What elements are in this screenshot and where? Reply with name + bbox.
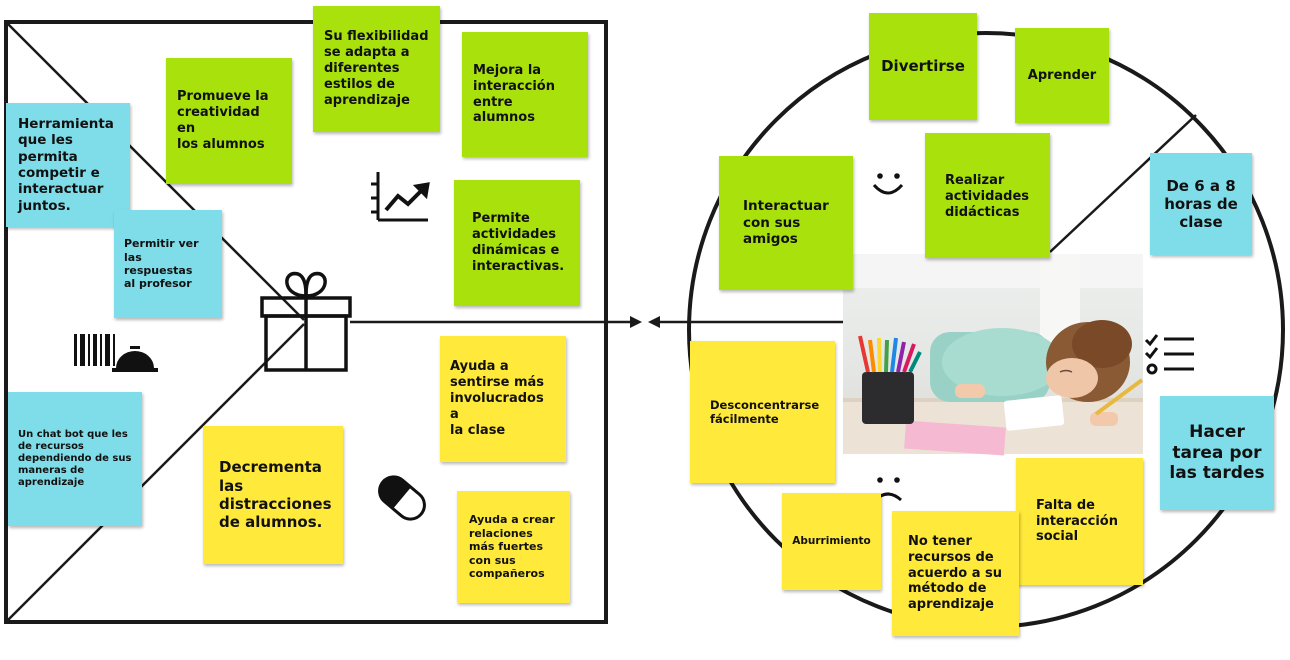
note-actividades-didacticas-text: Realizar actividades didácticas — [945, 173, 1030, 220]
note-horas-clase: De 6 a 8 horas de clase — [1150, 153, 1252, 255]
note-aburrimiento-text: Aburrimiento — [792, 535, 871, 548]
note-ver-respuestas-text: Permitir ver las respuestas al profesor — [124, 237, 199, 291]
barcode-service-bell-icon — [74, 334, 158, 372]
note-desconcentrarse: Desconcentrarse fácilmente — [690, 341, 835, 483]
note-chat-bot: Un chat bot que les de recursos dependie… — [8, 392, 142, 526]
note-relaciones-text: Ayuda a crear relaciones más fuertes con… — [469, 513, 555, 581]
note-aprender-text: Aprender — [1027, 67, 1097, 83]
note-interaccion-social-text: Falta de interacción social — [1036, 497, 1118, 545]
note-ver-respuestas: Permitir ver las respuestas al profesor — [114, 210, 222, 318]
pill-icon — [378, 475, 426, 521]
growth-chart-icon — [371, 172, 430, 222]
child-resting-head-on-desk-photo — [843, 254, 1144, 456]
note-actividades-didacticas: Realizar actividades didácticas — [925, 133, 1050, 258]
note-herramienta: Herramienta que les permita competir e i… — [6, 103, 130, 227]
note-involucrados-text: Ayuda a sentirse más involucrados a la c… — [450, 359, 545, 438]
gift-icon — [260, 271, 352, 372]
note-relaciones: Ayuda a crear relaciones más fuertes con… — [457, 491, 570, 603]
note-actividades-dinamicas-text: Permite actividades dinámicas e interact… — [472, 211, 565, 274]
note-recursos-metodo: No tener recursos de acuerdo a su método… — [892, 511, 1019, 636]
note-aburrimiento: Aburrimiento — [782, 493, 881, 590]
note-actividades-dinamicas: Permite actividades dinámicas e interact… — [454, 180, 580, 306]
arrow-right-icon — [630, 316, 642, 328]
note-desconcentrarse-text: Desconcentrarse fácilmente — [710, 397, 820, 426]
note-horas-clase-text: De 6 a 8 horas de clase — [1164, 176, 1238, 232]
note-divertirse: Divertirse — [869, 13, 977, 120]
value-map-diagonal-upper — [7, 23, 305, 321]
note-flexibilidad: Su flexibilidad se adapta a diferentes e… — [313, 6, 440, 132]
note-creatividad: Promueve la creatividad en los alumnos — [166, 58, 292, 184]
note-tarea-tardes: Hacer tarea por las tardes — [1160, 396, 1274, 510]
customer-divider-line — [1049, 114, 1197, 253]
note-chat-bot-text: Un chat bot que les de recursos dependie… — [18, 428, 132, 489]
value-map-diagonal-lower — [7, 323, 305, 621]
note-interaccion-alumnos: Mejora la interacción entre alumnos — [462, 32, 588, 157]
note-tarea-tardes-text: Hacer tarea por las tardes — [1169, 421, 1265, 484]
note-interactuar-amigos-text: Interactuar con sus amigos — [743, 198, 829, 248]
value-map-frame — [4, 20, 636, 624]
note-recursos-metodo-text: No tener recursos de acuerdo a su método… — [908, 533, 1003, 613]
note-aprender: Aprender — [1015, 28, 1109, 123]
arrow-left-icon — [648, 316, 660, 328]
smiley-face-icon — [872, 173, 904, 195]
note-interaccion-alumnos-text: Mejora la interacción entre alumnos — [473, 62, 555, 126]
checklist-icon — [1144, 334, 1194, 375]
note-interactuar-amigos: Interactuar con sus amigos — [719, 156, 853, 290]
note-distracciones: Decrementa las distracciones de alumnos. — [203, 426, 343, 564]
note-creatividad-text: Promueve la creatividad en los alumnos — [177, 89, 269, 152]
note-divertirse-text: Divertirse — [881, 57, 965, 76]
note-distracciones-text: Decrementa las distracciones de alumnos. — [219, 458, 332, 532]
note-flexibilidad-text: Su flexibilidad se adapta a diferentes e… — [324, 29, 429, 108]
note-interaccion-social: Falta de interacción social — [1016, 458, 1143, 585]
note-involucrados: Ayuda a sentirse más involucrados a la c… — [440, 336, 566, 462]
note-herramienta-text: Herramienta que les permita competir e i… — [18, 115, 114, 214]
